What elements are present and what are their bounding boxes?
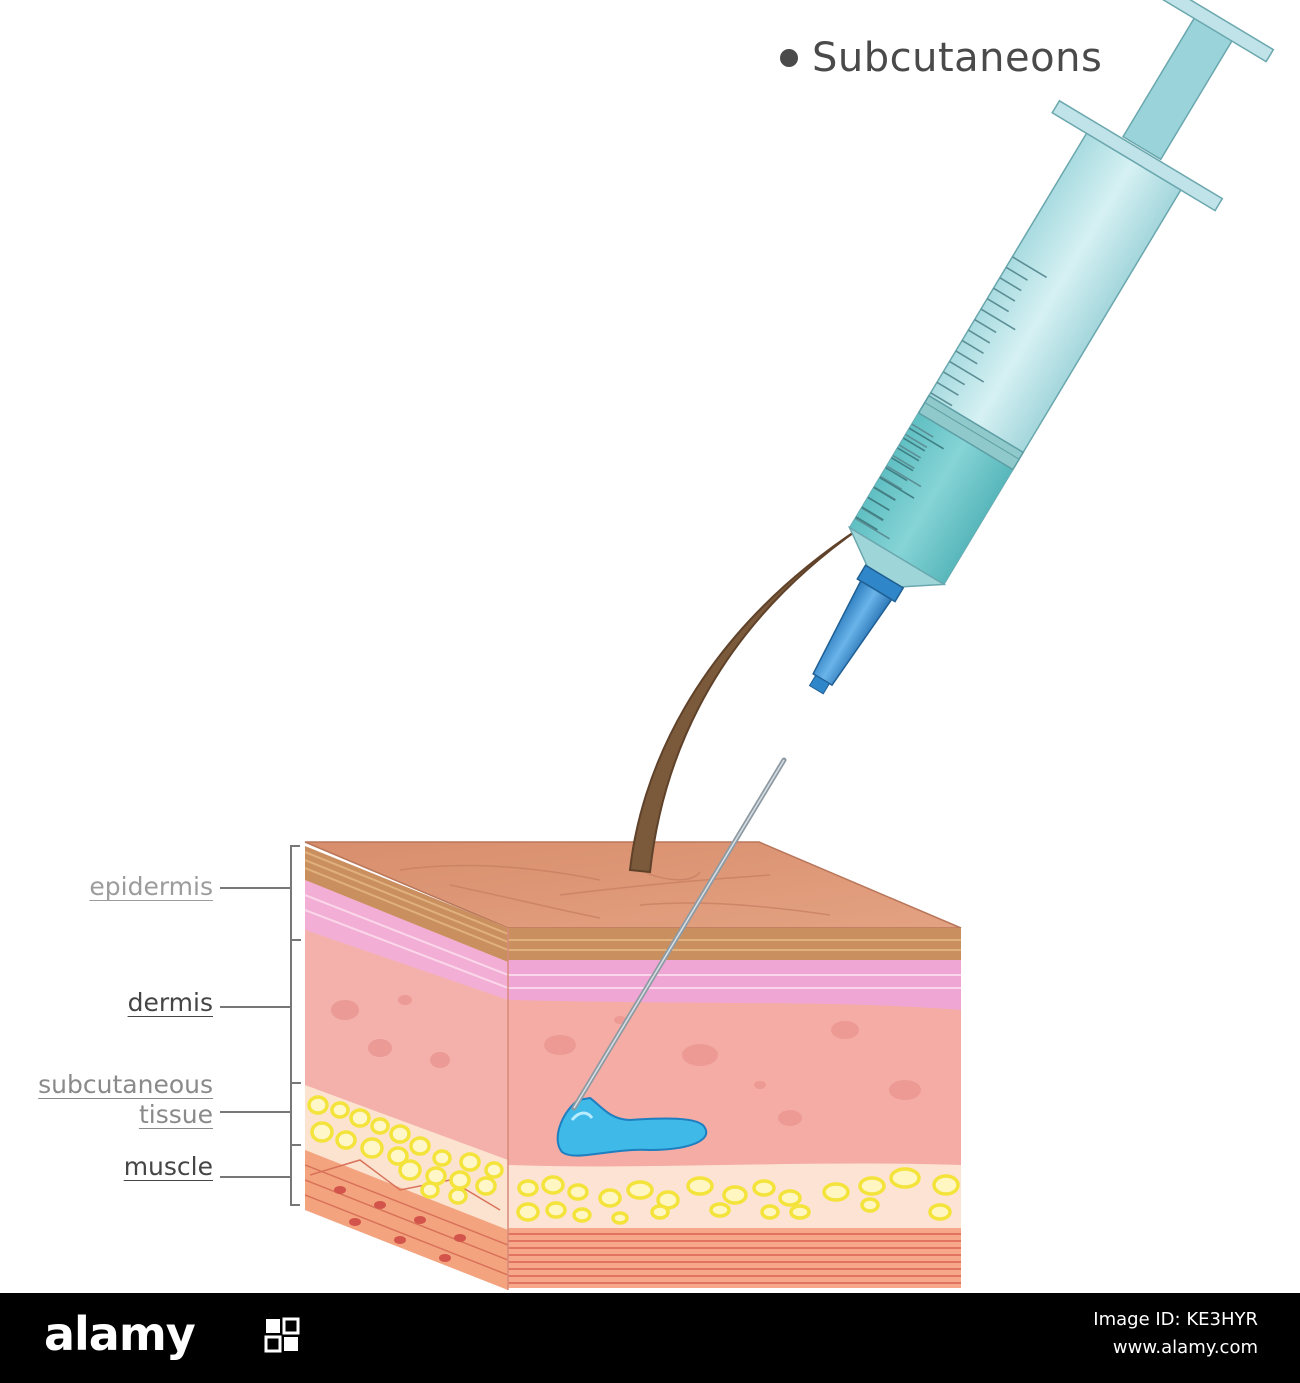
barrel-tick (1011, 256, 1048, 279)
barrel-tick (898, 444, 922, 459)
fat-cell (398, 1159, 422, 1181)
barrel-tick (885, 467, 908, 482)
front-fat-cells (516, 1167, 960, 1225)
title: Subcutaneons (780, 28, 1160, 88)
fat-cell (449, 1170, 471, 1190)
fat-cell (484, 1161, 504, 1179)
fat-cell (459, 1152, 481, 1172)
label-subcutaneous-tissue: subcutaneous tissue (38, 1070, 213, 1130)
barrel-tick (936, 381, 959, 396)
barrel-tick (1005, 266, 1028, 281)
fat-cell (541, 1175, 565, 1195)
barrel-tick (942, 371, 966, 386)
fat-cell (409, 1136, 431, 1156)
barrel-tick (861, 506, 884, 521)
fat-cell (789, 1204, 811, 1220)
barrel-tick (911, 423, 934, 438)
brand-logo: alamy (44, 1307, 196, 1361)
barrel-tick (986, 297, 1010, 313)
barrel-tick (891, 457, 914, 472)
barrel-tick (930, 392, 953, 407)
injected-fluid (556, 1096, 708, 1157)
barrel-tick (993, 287, 1016, 302)
fat-cell (860, 1197, 880, 1213)
fat-cell (889, 1167, 921, 1189)
fat-cell (928, 1203, 952, 1221)
barrel-tick (903, 437, 926, 452)
fat-cell (822, 1182, 850, 1202)
side-fat-cells (307, 1095, 504, 1205)
fat-cell (650, 1204, 670, 1220)
fat-cell (686, 1176, 714, 1196)
syringe (571, 0, 1275, 1111)
label-muscle-text: muscle (123, 1152, 213, 1181)
bullet-icon (780, 49, 798, 67)
fat-cell (448, 1187, 468, 1205)
footer-bar: alamy Image ID: KE3HYR www.alamy.com (0, 1293, 1300, 1383)
label-dermis: dermis (128, 988, 213, 1018)
barrel-tick (999, 277, 1022, 292)
label-epidermis-text: epidermis (89, 872, 213, 901)
barrel-tick (892, 454, 915, 470)
fat-cell (330, 1101, 350, 1119)
fat-cell (932, 1174, 960, 1196)
fat-cell (387, 1146, 409, 1166)
fat-cell (360, 1137, 384, 1159)
label-subcutaneous-line2: tissue (138, 1100, 213, 1129)
barrel-tick (955, 350, 978, 365)
fat-cell (517, 1179, 539, 1197)
fat-cell (545, 1201, 567, 1219)
fat-cell (310, 1121, 334, 1143)
barrel-tick (905, 433, 928, 449)
brand-mark-icon (264, 1317, 300, 1353)
fat-cell (760, 1204, 780, 1220)
fat-cell (611, 1211, 629, 1225)
barrel-tick (854, 517, 890, 540)
fat-cell (567, 1183, 589, 1201)
barrel-tick (879, 475, 903, 490)
barrel-tick (961, 339, 984, 355)
fat-cell (709, 1202, 731, 1218)
image-id: Image ID: KE3HYR (1093, 1309, 1258, 1330)
barrel-tick (908, 427, 945, 450)
fat-cell (722, 1185, 748, 1205)
injection-diagram (220, 0, 1275, 1290)
barrel-tick (886, 465, 922, 488)
label-subcutaneous-line1: subcutaneous (38, 1070, 213, 1099)
label-epidermis: epidermis (89, 872, 213, 902)
title-text: Subcutaneons (812, 35, 1103, 81)
barrel-tick (980, 308, 1016, 331)
fat-cell (626, 1180, 654, 1200)
fat-cell (432, 1149, 452, 1167)
fat-cell (858, 1176, 886, 1196)
fat-cell (389, 1124, 411, 1144)
label-dermis-text: dermis (127, 988, 213, 1017)
fat-cell (572, 1207, 592, 1223)
barrel-tick (855, 516, 878, 531)
stock-url: www.alamy.com (1112, 1337, 1258, 1358)
fat-cell (370, 1117, 390, 1135)
fat-cell (335, 1130, 357, 1150)
fat-cell (598, 1188, 622, 1208)
fat-cell (752, 1179, 776, 1197)
fat-cell (475, 1176, 497, 1196)
fat-cell (420, 1181, 440, 1199)
fat-cell (307, 1095, 329, 1115)
fat-cell (516, 1202, 540, 1222)
barrel-tick (873, 486, 896, 501)
label-muscle: muscle (124, 1152, 213, 1182)
fat-cell (778, 1189, 802, 1207)
barrel-tick (897, 447, 920, 462)
barrel-tick (867, 496, 890, 511)
label-bracket (220, 845, 301, 1206)
fat-cell (349, 1108, 371, 1128)
barrel-tick (974, 318, 997, 334)
barrel-tick (879, 476, 915, 499)
barrel-tick (949, 360, 985, 383)
barrel-tick (967, 329, 991, 344)
